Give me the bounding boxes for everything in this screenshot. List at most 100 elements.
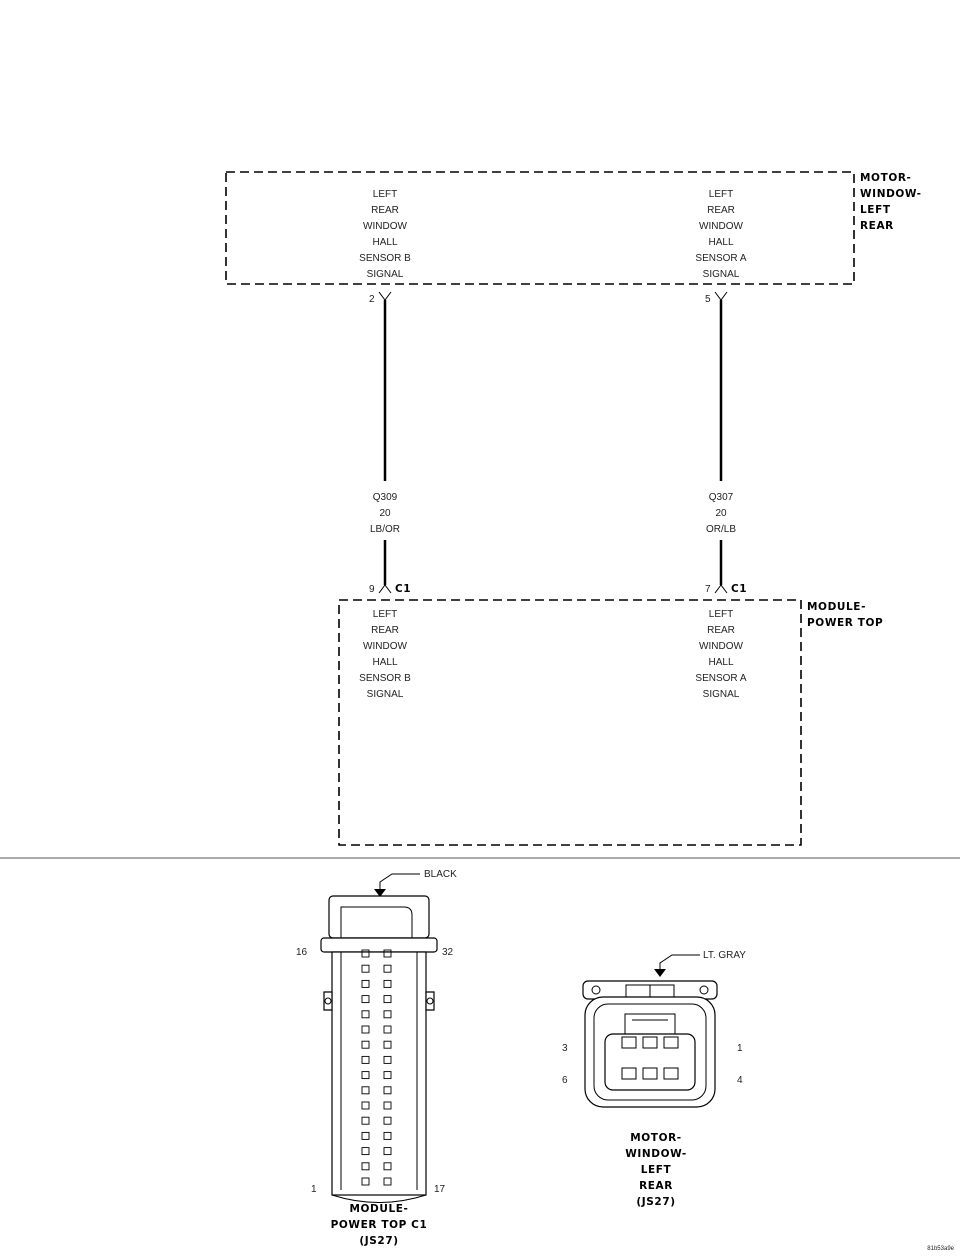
svg-text:WINDOW: WINDOW — [363, 221, 407, 232]
module-pin-b-connector-id: C1 — [395, 583, 411, 595]
motor-pin-a-terminal — [714, 291, 728, 301]
module-name-line-1: MODULE- — [807, 601, 866, 613]
c1-cavity — [361, 1147, 370, 1156]
c1-cavity — [361, 1040, 370, 1049]
module-pin-a-connector-id: C1 — [731, 583, 747, 595]
motor-conn-pin-1-label: 1 — [737, 1043, 743, 1054]
figure-id: 81b53a9e — [927, 1246, 954, 1252]
motor-conn-cavities — [621, 1036, 679, 1080]
svg-text:OR/LB: OR/LB — [706, 524, 736, 535]
c1-cavity — [383, 1131, 392, 1140]
c1-latch — [340, 906, 413, 938]
svg-text:SENSOR B: SENSOR B — [359, 253, 411, 264]
c1-cavity — [383, 1040, 392, 1049]
c1-pin-17-label: 17 — [434, 1184, 446, 1195]
module-pin-b-number: 9 — [369, 584, 375, 595]
c1-cavity — [361, 1010, 370, 1019]
c1-callout-arrow — [374, 889, 386, 897]
motor-pin-b-terminal — [378, 291, 392, 301]
svg-text:20: 20 — [379, 508, 391, 519]
svg-text:SENSOR A: SENSOR A — [695, 253, 746, 264]
motor-name-line-1: MOTOR- — [860, 172, 912, 184]
c1-pin-16-label: 16 — [296, 947, 308, 958]
svg-text:LEFT: LEFT — [373, 609, 397, 620]
svg-text:Q309: Q309 — [373, 492, 398, 503]
motor-conn-caption-line-2: WINDOW- — [625, 1148, 687, 1160]
motor-conn-cavity — [621, 1067, 637, 1080]
svg-text:HALL: HALL — [708, 237, 733, 248]
c1-cavity — [361, 995, 370, 1004]
c1-caption-line-2: POWER TOP C1 — [331, 1219, 428, 1231]
motor-name-line-2: WINDOW- — [860, 188, 922, 200]
c1-cavity — [383, 1055, 392, 1064]
motor-conn-callout-arrow — [654, 969, 666, 977]
motor-conn-insert — [604, 1033, 696, 1091]
c1-color-label: BLACK — [424, 869, 457, 880]
module-component-box — [338, 599, 802, 846]
motor-component-name: MOTOR- WINDOW- LEFT REAR — [860, 172, 922, 232]
c1-cavity — [383, 979, 392, 988]
module-name-line-2: POWER TOP — [807, 617, 883, 629]
motor-conn-cavity — [663, 1036, 679, 1049]
c1-pin-1-label: 1 — [311, 1184, 317, 1195]
module-pin-b-label: LEFT REAR WINDOW HALL SENSOR B SIGNAL — [359, 609, 411, 700]
svg-text:REAR: REAR — [371, 205, 399, 216]
motor-conn-pin-4-label: 4 — [737, 1075, 743, 1086]
svg-text:WINDOW: WINDOW — [699, 221, 743, 232]
c1-cavity — [361, 1116, 370, 1125]
svg-text:REAR: REAR — [707, 205, 735, 216]
svg-text:SIGNAL: SIGNAL — [367, 689, 404, 700]
c1-cavity — [361, 1101, 370, 1110]
svg-text:SIGNAL: SIGNAL — [703, 689, 740, 700]
module-pin-a-label: LEFT REAR WINDOW HALL SENSOR A SIGNAL — [695, 609, 746, 700]
svg-text:LB/OR: LB/OR — [370, 524, 400, 535]
c1-cavity — [383, 1086, 392, 1095]
c1-cavity — [361, 964, 370, 973]
c1-pin-32-label: 32 — [442, 947, 454, 958]
motor-pin-a-label: LEFT REAR WINDOW HALL SENSOR A SIGNAL — [695, 189, 746, 280]
c1-cavity — [383, 964, 392, 973]
c1-cavity — [361, 1086, 370, 1095]
c1-caption-line-1: MODULE- — [349, 1203, 408, 1215]
motor-conn-caption-line-1: MOTOR- — [630, 1132, 682, 1144]
motor-conn-pin-3-label: 3 — [562, 1043, 568, 1054]
motor-component-box — [225, 171, 855, 285]
c1-cavity — [361, 949, 370, 958]
svg-text:LEFT: LEFT — [709, 189, 733, 200]
connector-c1-view: BLACK 16 32 1 17 MODULE- POWER TOP C1 (J… — [296, 869, 457, 1247]
motor-conn-callout-line — [659, 954, 700, 975]
c1-cavity — [383, 1162, 392, 1171]
c1-cavity — [361, 1177, 370, 1186]
svg-text:LEFT: LEFT — [373, 189, 397, 200]
svg-text:LEFT: LEFT — [709, 609, 733, 620]
motor-conn-color-label: LT. GRAY — [703, 950, 746, 961]
c1-cavity — [383, 1147, 392, 1156]
c1-cavity — [383, 1177, 392, 1186]
motor-conn-cavity — [642, 1067, 658, 1080]
motor-name-line-4: REAR — [860, 220, 894, 232]
c1-latch-housing — [328, 895, 430, 939]
motor-pin-b-number: 2 — [369, 294, 375, 305]
c1-cavity — [383, 1116, 392, 1125]
c1-caption-line-3: (JS27) — [359, 1235, 398, 1247]
module-component-name: MODULE- POWER TOP — [807, 601, 883, 629]
svg-text:SIGNAL: SIGNAL — [367, 269, 404, 280]
svg-text:HALL: HALL — [372, 237, 397, 248]
motor-conn-caption-line-4: REAR — [639, 1180, 673, 1192]
svg-text:SIGNAL: SIGNAL — [703, 269, 740, 280]
c1-callout-line — [379, 873, 420, 895]
svg-text:HALL: HALL — [708, 657, 733, 668]
svg-text:WINDOW: WINDOW — [363, 641, 407, 652]
svg-text:REAR: REAR — [371, 625, 399, 636]
module-pin-a-number: 7 — [705, 584, 711, 595]
c1-cavity — [383, 1010, 392, 1019]
c1-cavity — [361, 979, 370, 988]
c1-flange — [320, 937, 438, 953]
c1-cavity — [383, 1101, 392, 1110]
c1-cavity — [361, 1071, 370, 1080]
c1-cavity — [361, 1162, 370, 1171]
c1-cavity — [383, 1025, 392, 1034]
c1-cavity — [383, 1071, 392, 1080]
c1-cavity — [383, 949, 392, 958]
